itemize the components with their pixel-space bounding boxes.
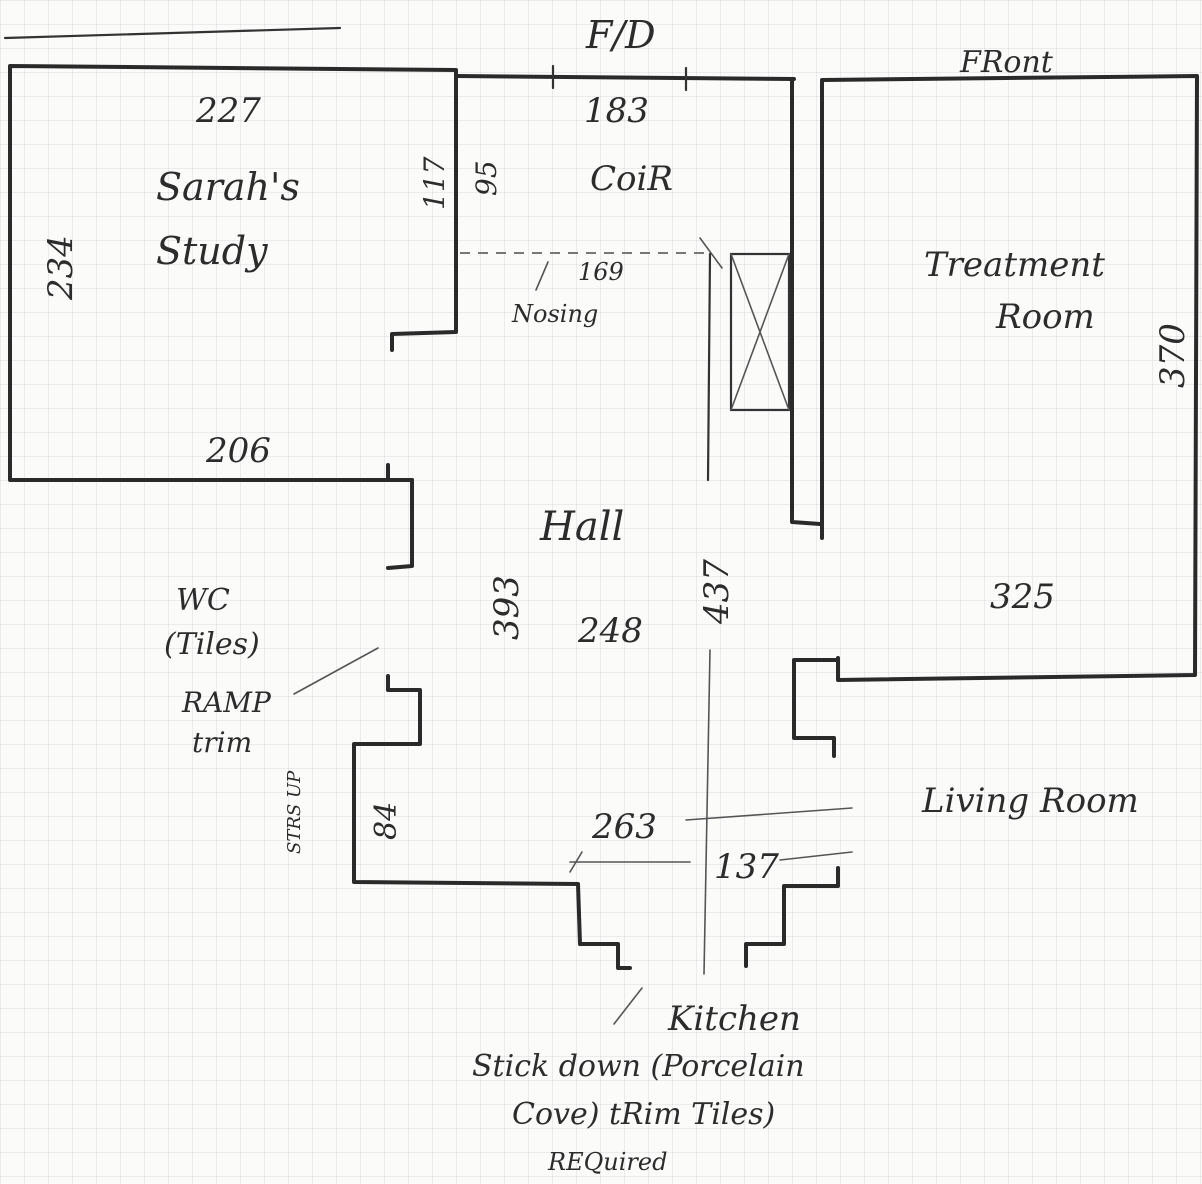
hall-left-wall-lower [352,674,632,970]
living-room-label: Living Room [921,781,1139,821]
title-underline [3,26,342,40]
kitchen-note-1: Stick down (Porcelain [472,1049,805,1084]
nosing-leader [535,261,549,291]
hall-centre-line [703,649,711,975]
kitchen-leader [613,987,643,1025]
hall-right-wall [792,658,838,758]
corridor-top-wall [454,74,796,81]
hall-dim-b: 248 [577,611,643,651]
kitchen-dim: 137 [714,847,779,887]
stairs-label: STRS UP [284,770,305,854]
hall-dim-c: 437 [697,559,737,625]
treatment-name-1: Treatment [924,245,1105,285]
hall-label: Hall [539,504,624,550]
stair-void-box [729,252,791,412]
treatment-width-dim: 325 [990,577,1055,617]
ramp-note-2: trim [192,726,252,759]
hall-left-wall-upper [386,463,414,570]
kitchen-dim-tick [569,851,583,873]
ramp-note-1: RAMP [181,686,272,719]
hall-dim-a: 393 [487,575,527,640]
study-inner-dim-a: 117 [418,156,451,210]
wc-name-2: (Tiles) [164,627,260,662]
stairs-width-dim: 84 [369,802,404,840]
kitchen-dim-line [569,851,853,863]
kitchen-label: Kitchen [667,999,801,1039]
kitchen-right-wall [744,866,840,968]
treatment-walls [820,74,1199,682]
wc-name-1: WC [176,583,230,618]
stair-void-cross [730,253,790,411]
ramp-leader [293,647,379,695]
living-dim: 263 [591,807,657,847]
study-walls [8,64,458,482]
treatment-height-dim: 370 [1153,323,1193,388]
fd-label: F/D [585,13,656,57]
stair-wall [790,78,822,526]
corridor-width-dim: 183 [584,91,649,131]
front-label: FRont [959,45,1054,80]
treatment-name-2: Room [995,297,1095,337]
study-name-1: Sarah's [156,165,300,209]
study-side-dim: 234 [41,235,81,301]
living-dim-line [685,807,853,821]
nosing-dim: 169 [578,258,624,286]
nosing-tick [699,237,723,269]
study-bottom-dim: 206 [205,431,271,471]
corridor-label: CoiR [590,159,673,199]
nosing-label: Nosing [511,300,598,328]
study-name-2: Study [156,229,268,273]
study-top-dim: 227 [195,91,261,131]
stair-line-left [706,252,712,482]
kitchen-note-3: REQuired [547,1148,667,1176]
kitchen-note-2: Cove) tRim Tiles) [512,1097,775,1132]
study-inner-dim-b: 95 [470,160,503,196]
